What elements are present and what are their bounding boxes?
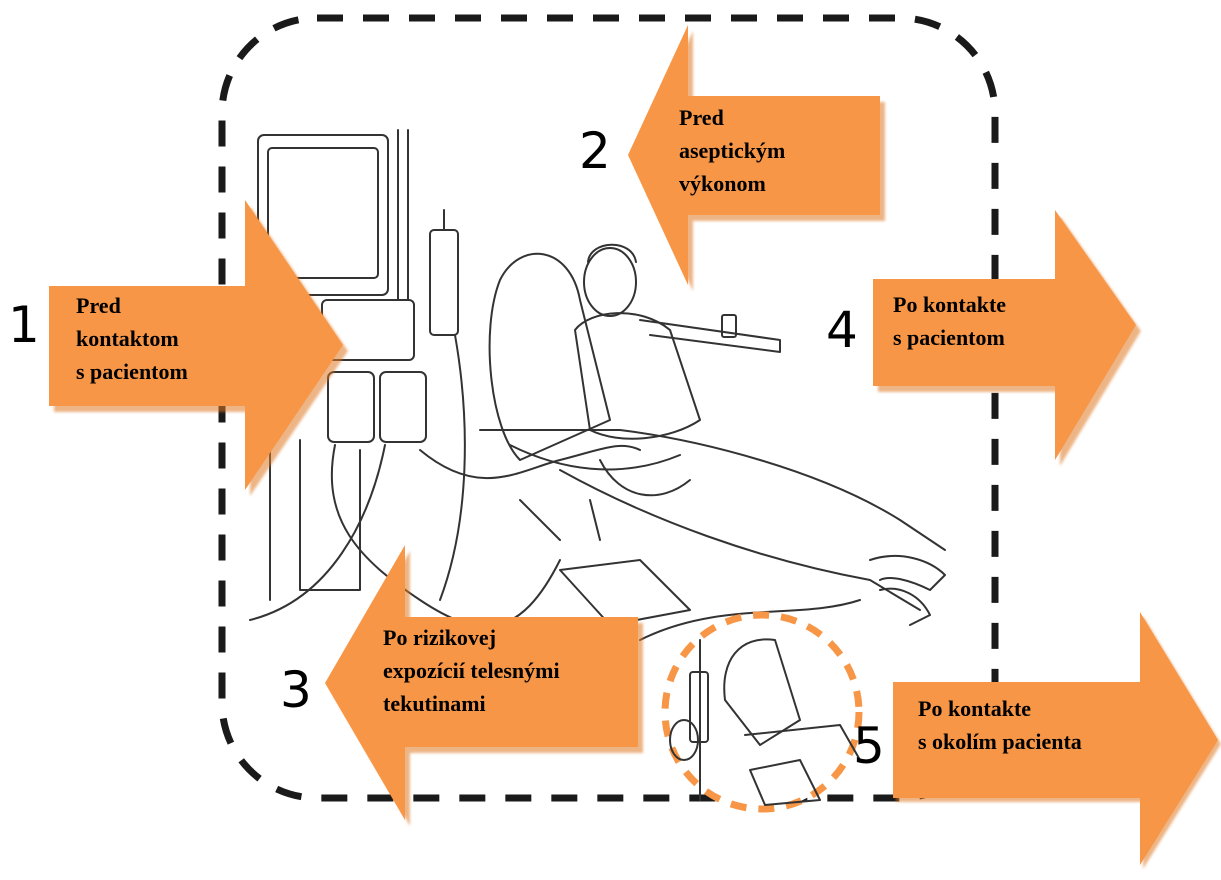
arrow-1 (49, 200, 348, 496)
moment-2-label: Pred aseptickým výkonom (679, 101, 785, 200)
arrow-2 (628, 25, 885, 291)
moment-3-label-line: expozícií telesnými (383, 658, 560, 683)
arrow-4 (873, 210, 1141, 466)
patient-illustration (479, 243, 946, 641)
moment-3-label-line: tekutinami (383, 691, 486, 716)
moment-1-number: 1 (8, 296, 40, 354)
moment-2-number: 2 (579, 122, 611, 180)
moment-5-label-line: s okolím pacienta (918, 729, 1082, 754)
moment-1-label-line: kontaktom (76, 326, 179, 351)
moment-2-label-line: aseptickým (679, 138, 786, 163)
moment-4-label-line: Po kontakte (893, 292, 1007, 317)
arrow-5 (893, 612, 1221, 869)
moment-1-label-line: Pred (76, 293, 121, 318)
moment-4-number: 4 (826, 301, 858, 359)
moment-2-label-line: výkonom (679, 171, 766, 196)
patient-environment-inset (661, 611, 863, 813)
moment-4-label: Po kontakte s pacientom (893, 288, 1006, 354)
moment-5-number: 5 (853, 717, 885, 775)
moment-3-number: 3 (280, 661, 312, 719)
moment-3-label-line: Po rizikovej (383, 625, 497, 650)
moment-1-label: Pred kontaktom s pacientom (76, 289, 188, 388)
moment-4-label-line: s pacientom (893, 325, 1005, 350)
moment-5-label-line: Po kontakte (918, 696, 1032, 721)
arrow-3 (325, 545, 643, 826)
moment-3-label: Po rizikovej expozícií telesnými tekutin… (383, 621, 560, 720)
moment-1-label-line: s pacientom (76, 359, 188, 384)
moment-5-label: Po kontakte s okolím pacienta (918, 692, 1082, 758)
moment-2-label-line: Pred (679, 105, 724, 130)
